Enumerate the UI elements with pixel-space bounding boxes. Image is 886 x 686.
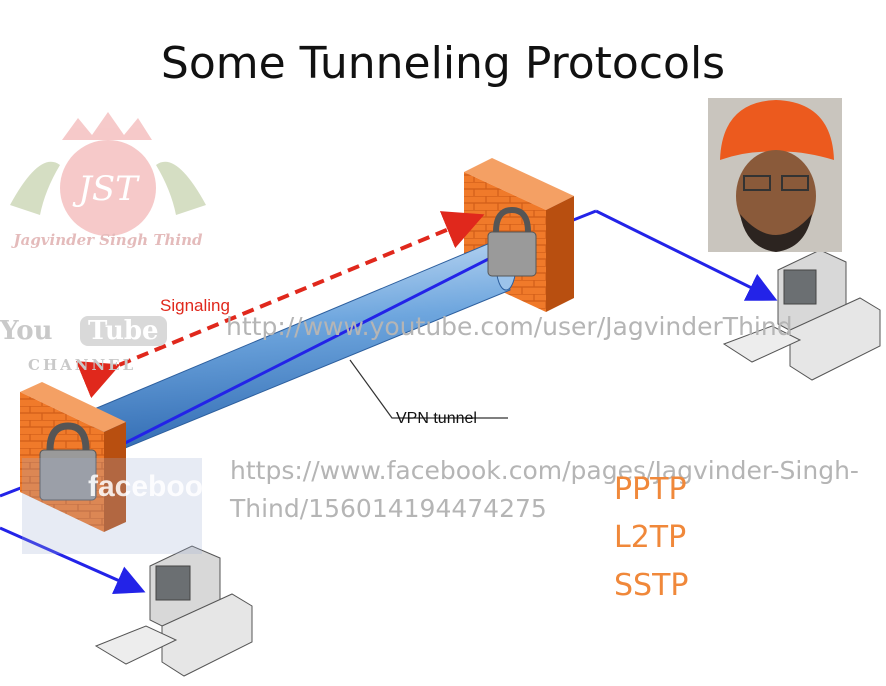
signaling-label: Signaling <box>160 296 230 315</box>
presenter-photo <box>708 98 842 252</box>
jst-logo-watermark: JST Jagvinder Singh Thind <box>10 112 206 249</box>
link-arrow-right <box>595 209 778 301</box>
protocol-l2tp: L2TP <box>614 520 687 555</box>
vpn-callout-line <box>349 359 508 419</box>
facebook-logo-text: facebook <box>88 470 220 503</box>
youtube-logo-you: You <box>0 316 53 346</box>
computer-left-icon <box>94 545 253 677</box>
youtube-channel-label: CHANNEL <box>28 356 137 374</box>
computer-right-icon <box>722 249 881 381</box>
signaling-arrow <box>75 211 485 399</box>
svg-text:JST: JST <box>72 169 140 209</box>
protocol-sstp: SSTP <box>614 568 689 603</box>
slide-title: Some Tunneling Protocols <box>160 38 726 89</box>
facebook-url-line2: Thind/156014194474275 <box>230 494 547 523</box>
svg-text:Jagvinder Singh Thind: Jagvinder Singh Thind <box>11 231 204 249</box>
protocol-pptp: PPTP <box>614 472 687 507</box>
link-arrow-left <box>0 526 146 594</box>
padlock-left-icon <box>39 422 97 501</box>
facebook-url-line1: https://www.facebook.com/pages/Jagvinder… <box>230 456 859 485</box>
facebook-logo-box <box>22 458 202 554</box>
youtube-url: http://www.youtube.com/user/JagvinderThi… <box>226 312 793 341</box>
padlock-right-icon <box>487 206 537 277</box>
youtube-logo-tube: Tube <box>80 316 167 346</box>
vpn-tunnel-label: VPN tunnel <box>396 410 477 427</box>
